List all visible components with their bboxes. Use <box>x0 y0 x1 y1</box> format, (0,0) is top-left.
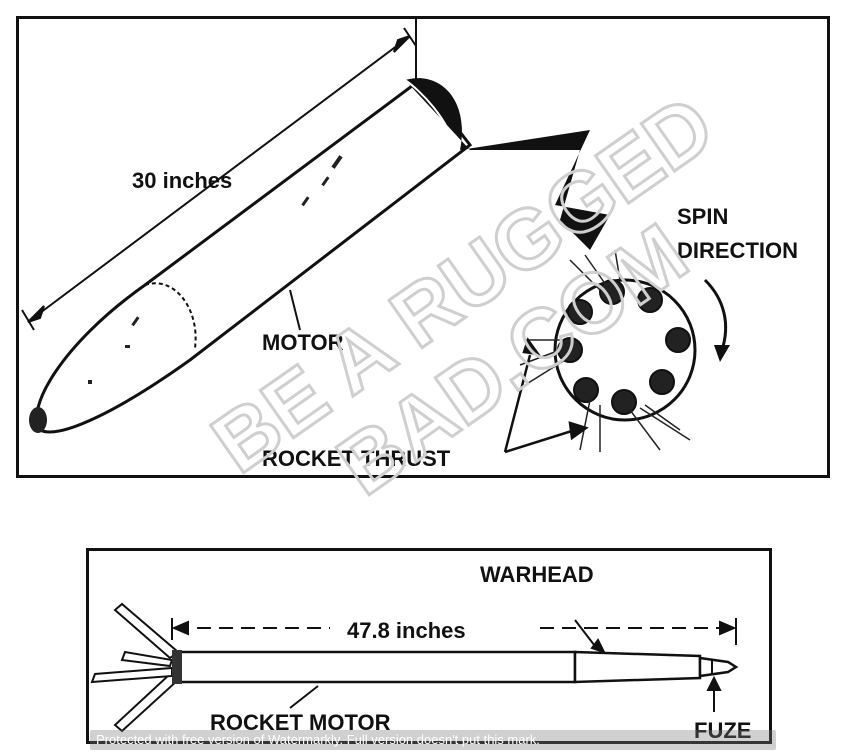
rocket-tail <box>405 78 610 250</box>
warhead-section <box>573 650 702 684</box>
rocket-motor-leader <box>289 685 319 709</box>
rocket-full-view <box>90 602 739 733</box>
watermark-logo: BE A RUGGED BAD.COM <box>194 76 731 514</box>
rocket-motor-tube <box>178 650 577 684</box>
warhead-joint <box>144 282 197 349</box>
thrust-arrows <box>503 337 589 454</box>
rocket-motor-label: ROCKET MOTOR <box>210 710 391 735</box>
spin-label-line1: SPIN <box>677 204 728 229</box>
fuze-label: FUZE <box>694 718 751 743</box>
nozzles <box>557 279 691 415</box>
warhead-leader <box>574 619 606 654</box>
length-label-bottom: 47.8 inches <box>347 618 466 643</box>
bottom-diagram-panel <box>86 548 772 744</box>
warhead-label: WARHEAD <box>480 562 594 587</box>
rocket-tail-ring <box>404 79 456 151</box>
motor-leader-line <box>289 289 301 331</box>
rocket-side-view <box>29 77 610 434</box>
length-label-top: 30 inches <box>132 168 232 193</box>
rocket-nose-tip <box>29 407 47 433</box>
exhaust-streaks <box>519 249 691 452</box>
motor-aft-collar <box>172 650 182 684</box>
nozzle-cluster-view <box>519 249 697 452</box>
motor-label: MOTOR <box>262 330 344 355</box>
spin-arrow-icon <box>703 278 730 362</box>
spin-label-line2: DIRECTION <box>677 238 798 263</box>
length-dimension-bottom <box>171 618 737 645</box>
fuze-section <box>698 656 739 678</box>
length-dimension-top <box>21 27 417 331</box>
watermark-footer: Protected with free version of Watermark… <box>90 730 776 750</box>
body-markings <box>88 155 343 384</box>
thrust-label: ROCKET THRUST <box>262 446 451 471</box>
fuze-leader <box>706 675 722 712</box>
tail-fins <box>90 602 180 733</box>
